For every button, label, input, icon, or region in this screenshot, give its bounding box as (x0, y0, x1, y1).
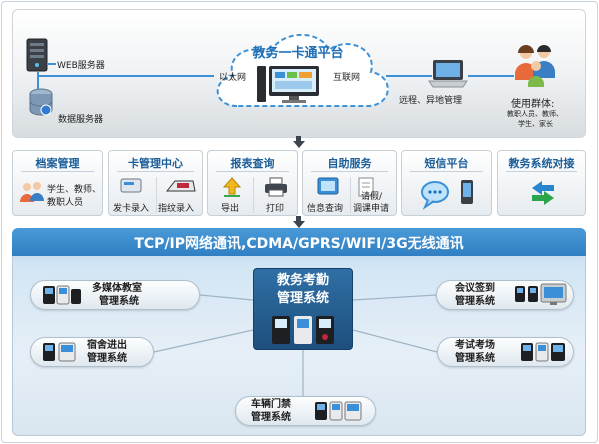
module-divider (506, 171, 577, 172)
user-group-line1: 教职人员、教师、 (507, 110, 563, 118)
module-archive-item-2: 教职人员 (47, 198, 84, 208)
module-info-query-label: 信息查询 (307, 204, 344, 214)
user-group-icon (515, 45, 555, 87)
module-self-service[interactable]: 自助服务 信息查询 请假/ 调课申请 (302, 150, 397, 216)
db-server-label: 数据服务器 (58, 115, 104, 125)
subsystem-vehicle-line1: 车辆门禁 (251, 399, 291, 410)
module-self-service-title: 自助服务 (327, 157, 372, 170)
leave-request-icon (358, 177, 374, 197)
module-archive-title: 档案管理 (35, 157, 80, 170)
people-icon (20, 182, 44, 202)
web-server-label: WEB服务器 (57, 61, 105, 71)
network-title: TCP/IP网络通讯,CDMA/GPRS/WIFI/3G无线通讯 (134, 236, 464, 252)
module-reports[interactable]: 报表查询 导出 打印 (207, 150, 298, 216)
module-item-divider (253, 177, 254, 213)
user-group-label: 使用群体: (511, 99, 555, 110)
module-divider (410, 171, 483, 172)
module-reports-title: 报表查询 (230, 157, 275, 170)
server-bus-line (37, 72, 39, 89)
desktop-pc-icon (257, 66, 319, 103)
info-query-icon (317, 177, 339, 195)
module-print-label: 打印 (266, 204, 285, 214)
multimedia-terminal-icon (43, 285, 81, 305)
subsystem-meeting-line2: 管理系统 (455, 296, 495, 307)
module-leave-label-1: 请假/ (361, 192, 383, 202)
attendance-system-title-1: 教务考勤 (276, 273, 329, 288)
remote-management-label: 远程、异地管理 (399, 96, 463, 106)
module-card-issue-label: 发卡录入 (113, 204, 150, 214)
module-archive[interactable]: 档案管理 学生、教师、 教职人员 (12, 150, 103, 216)
sms-chat-icon (421, 181, 449, 210)
internet-label: 互联网 (333, 73, 361, 83)
web-server-icon (26, 38, 48, 72)
laptop-icon (428, 60, 468, 88)
module-card-center[interactable]: 卡管理中心 发卡录入 指纹录入 (108, 150, 203, 216)
module-divider (311, 171, 388, 172)
subsystem-multimedia-line2: 管理系统 (99, 296, 139, 307)
internet-link (386, 75, 432, 77)
ethernet-label: 以太网 (219, 73, 247, 83)
users-link (468, 75, 514, 77)
attendance-system-title-2: 管理系统 (276, 291, 329, 306)
subsystem-dormitory-line1: 宿舍进出 (87, 340, 127, 351)
dormitory-terminal-icon (43, 342, 76, 362)
subsystem-meeting-line1: 会议签到 (455, 283, 495, 294)
user-group-line2: 学生、家长 (518, 120, 553, 128)
module-system-integration-title: 教务系统对接 (508, 157, 575, 170)
arrow-down-1-icon (293, 141, 305, 148)
mobile-phone-icon (461, 180, 473, 204)
module-export-label: 导出 (221, 204, 240, 214)
exam-terminal-icon (521, 342, 565, 362)
subsystem-multimedia-line1: 多媒体教室 (92, 283, 142, 294)
web-server-link (48, 63, 56, 65)
ethernet-link (38, 75, 214, 77)
arrow-down-2-stem (296, 216, 301, 222)
network-band (12, 228, 586, 256)
module-leave-label-2: 调课申请 (353, 204, 390, 214)
fingerprint-reader-icon (165, 180, 196, 192)
module-system-integration[interactable]: 教务系统对接 (497, 150, 586, 216)
arrow-down-2-icon (293, 221, 305, 228)
module-sms-title: 短信平台 (424, 157, 469, 170)
module-item-divider (156, 177, 157, 213)
module-divider (21, 171, 94, 172)
module-sms[interactable]: 短信平台 (401, 150, 492, 216)
module-divider (117, 171, 194, 172)
export-icon (222, 177, 242, 197)
database-icon (29, 88, 53, 116)
module-item-divider (350, 177, 351, 213)
subsystem-exam-line2: 管理系统 (455, 353, 495, 364)
subsystem-vehicle-line2: 管理系统 (251, 412, 291, 423)
platform-title: 教务一卡通平台 (252, 46, 344, 61)
module-divider (216, 171, 289, 172)
module-archive-item-1: 学生、教师、 (47, 185, 102, 195)
subsystem-dormitory-line2: 管理系统 (87, 353, 127, 364)
subsystem-exam-line1: 考试考场 (455, 340, 495, 351)
arrow-down-1-stem (296, 136, 301, 142)
meeting-terminal-icon (515, 283, 567, 305)
sync-arrows-icon (532, 181, 554, 205)
module-card-center-title: 卡管理中心 (128, 157, 183, 170)
vehicle-terminal-icon (315, 401, 362, 421)
printer-icon (265, 177, 287, 197)
module-fingerprint-label: 指纹录入 (158, 204, 195, 214)
card-issue-icon (120, 178, 142, 193)
attendance-terminal-icon (272, 316, 334, 344)
